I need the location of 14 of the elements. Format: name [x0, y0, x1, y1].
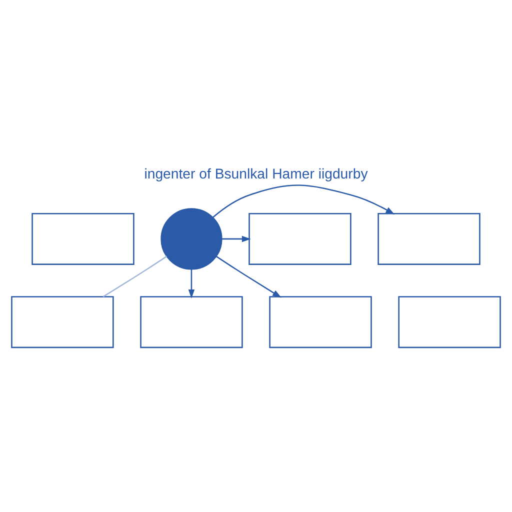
- node-box: [140, 296, 243, 348]
- arrow: [212, 184, 395, 218]
- node-box: [248, 212, 352, 265]
- node-box: [398, 296, 501, 348]
- arrow: [188, 269, 195, 298]
- node-box: [32, 212, 134, 265]
- arrow: [222, 236, 251, 242]
- node-circle: [160, 208, 222, 270]
- node-box: [11, 296, 114, 348]
- arrow: [216, 256, 282, 298]
- node-box: [269, 296, 372, 348]
- node-box: [378, 212, 480, 265]
- connector: [102, 256, 168, 298]
- diagram-title: ingenter of Bsunlkal Hamer iigdurby: [144, 165, 368, 182]
